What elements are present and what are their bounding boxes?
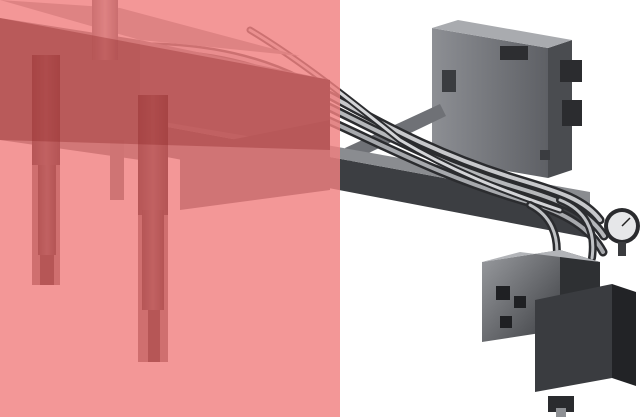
valve-manifold [482, 250, 636, 417]
color-overlay [0, 0, 340, 417]
pressure-gauge [604, 208, 640, 256]
overlay-shading [0, 18, 330, 362]
control-panel [432, 20, 582, 178]
